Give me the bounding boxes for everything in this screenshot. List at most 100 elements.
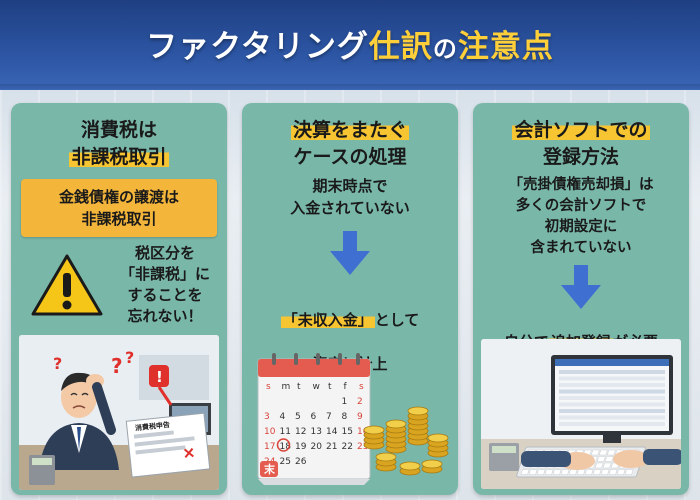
coin [399,461,421,471]
keyboard-key [528,469,538,475]
keyboard-key [591,449,600,456]
arrow-down-icon [330,231,370,275]
calendar-circle-mark [276,438,291,452]
spreadsheet-row [559,402,665,407]
calendar-date: 16 [357,427,369,437]
panel2-title-line1: 決算をまたぐ [290,119,409,141]
calendar-date: 13 [311,427,322,437]
keyboard-key [576,469,586,475]
panel1-highlight-box: 金銭債権の譲渡は 非課税取引 [21,179,217,237]
calendar-date: 20 [311,442,323,452]
svg-text:?: ? [53,354,62,373]
calendar-date: 3 [264,412,270,422]
keyboard-key [568,469,578,475]
keyboard-key [602,462,612,469]
page-title: ファクタリング仕訳の注意点 [146,21,554,66]
keyboard-key [520,469,530,475]
panel2-text-top: 期末時点で 入金されていない [290,177,410,217]
calendar-end-badge: 末 [263,462,276,476]
calendar-date: 1 [342,397,348,407]
keyboard-key [600,469,610,475]
panel3-title: 会計ソフトでの 登録方法 [473,117,689,171]
keyboard-key [560,469,570,475]
svg-text:!: ! [156,368,163,386]
calendar-date: 14 [326,427,338,437]
calendar-day-label: t [328,382,332,392]
calendar-date: 5 [295,412,301,422]
panel1-body-text: 税区分を 「非課税」に することを 忘れない！ [119,244,210,325]
arrow-down-icon [561,265,601,309]
panel-accounting-software: 会計ソフトでの 登録方法 「売掛債権売却損」は 多くの会計ソフトで 初期設定に … [473,103,689,495]
calendar-date: 9 [357,412,363,422]
coin [427,433,449,443]
calendar-date: 10 [264,427,276,437]
panel3-text-top: 「売掛債権売却損」は 多くの会計ソフトで 初期設定に 含まれていない [508,177,654,256]
calendar-date: 2 [357,397,363,407]
panel2-title: 決算をまたぐ ケースの処理 [242,117,458,171]
calendar-date: 8 [342,412,348,422]
keyboard-key [604,456,614,462]
coin [385,419,407,429]
calendar-day-label: m [282,382,291,392]
coin [407,406,429,416]
businessman-icon: ? ? ? ! 消費税申告 [19,335,219,490]
panel1-title-line1: 消費税は [80,119,157,141]
calendar-date: 21 [326,442,337,452]
title-part-journal: 仕訳 [368,28,433,65]
spreadsheet-row [559,383,665,387]
keyboard-key [624,469,634,475]
panel3-title-line2: 登録方法 [542,146,619,168]
calendar-date: 4 [280,412,286,422]
coin-stacks-icon [363,406,449,476]
calendar-date: 25 [280,457,291,467]
calendar-day-label: w [313,382,320,392]
calendar-date: 17 [264,442,275,452]
calendar-date: 23 [357,442,368,452]
svg-text:?: ? [111,354,123,378]
spreadsheet-row [559,409,665,413]
calendar-date: 22 [342,442,353,452]
panel3-title-line1: 会計ソフトでの [512,119,650,141]
coin [421,459,443,469]
header-banner: ファクタリング仕訳の注意点 [0,0,700,90]
panel-year-end: 決算をまたぐ ケースの処理 期末時点で 入金されていない 「未収入金」として 資… [242,103,458,495]
computer-keyboard-illustration [481,339,681,489]
keyboard-key [536,469,546,475]
calendar-date: 18 [280,442,292,452]
keyboard-key [596,456,606,462]
coin [375,452,397,462]
keyboard-key [594,462,604,469]
keyboard-key [584,469,594,475]
spreadsheet-row [559,415,665,420]
panel2-text-bottom-rest: として [374,311,420,329]
keyboard-key [616,469,626,475]
svg-text:?: ? [125,348,134,367]
spreadsheet-row [559,376,665,381]
keyboard-key [552,469,562,475]
keyboard-key [592,469,602,475]
title-part-factoring: ファクタリング [146,28,369,65]
tax-form-label: 消費税申告 [135,420,171,433]
panel1-title: 消費税は 非課税取引 [11,117,227,171]
spreadsheet-row [559,422,665,426]
calendar-day-label: t [297,382,301,392]
spreadsheet-row [559,396,665,400]
keyboard-key [599,449,608,456]
computer-icon [481,339,681,489]
calendar-date: 26 [295,457,307,467]
keyboard-key [608,469,618,475]
panel2-highlight-uncollected: 「未収入金」 [280,311,375,329]
title-part-no: の [432,34,458,63]
panel1-title-line2: 非課税取引 [69,146,169,168]
spreadsheet-row [559,389,665,394]
keyboard-key [544,469,554,475]
calendar-date: 15 [342,427,353,437]
calendar-date: 12 [295,427,306,437]
worried-businessman-illustration: ? ? ? ! 消費税申告 [19,335,219,490]
spreadsheet-row [559,370,665,374]
calendar-date: 11 [280,427,291,437]
calendar-day-label: s [359,382,364,392]
calendar-date: 6 [311,412,317,422]
